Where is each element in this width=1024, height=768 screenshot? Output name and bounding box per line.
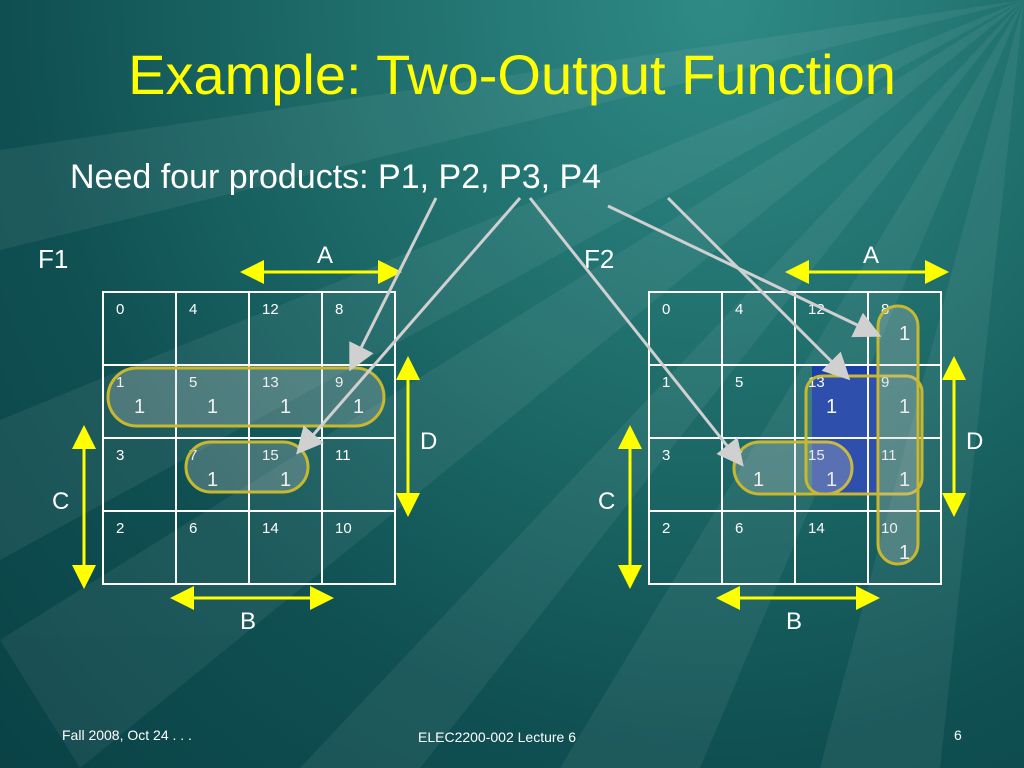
f2-cell: 1 [648,364,723,439]
cell-index: 11 [881,447,897,464]
cell-index: 4 [735,301,744,318]
cell-value: 1 [898,542,911,564]
cell-index: 8 [335,301,344,318]
cell-index: 5 [735,374,744,391]
f1-cell: 6 [175,510,250,585]
cell-value: 1 [825,396,838,418]
cell-index: 15 [262,447,279,464]
cell-value: 1 [352,396,365,418]
cell-value: 1 [825,469,838,491]
f1-cell: 3 [102,437,177,512]
f2-axis-a-label: A [863,242,880,269]
cell-index: 9 [881,374,890,391]
cell-index: 6 [189,520,198,537]
f2-cell: 3 [648,437,723,512]
cell-index: 0 [662,301,671,318]
f1-axis-b-label: B [240,608,257,635]
f2-cell: 14 [794,510,869,585]
slide-title: Example: Two-Output Function [128,43,896,106]
f1-cell: 10 [321,510,396,585]
cell-index: 1 [116,374,125,391]
f2-cell: 12 [794,291,869,366]
f2-axis-b-label: B [786,608,803,635]
cell-index: 11 [335,447,351,464]
f1-cell: 4 [175,291,250,366]
f2-cell: 5 [721,364,796,439]
f1-cell: 14 [248,510,323,585]
cell-index: 8 [881,301,890,318]
cell-index: 10 [881,520,898,537]
f2-label: F2 [584,244,615,274]
cell-index: 6 [735,520,744,537]
f2-cell: 6 [721,510,796,585]
cell-index: 2 [662,520,671,537]
footer-course: ELEC2200-002 Lecture 6 [418,729,576,745]
f1-label: F1 [38,244,69,274]
f1-cell: 12 [248,291,323,366]
cell-index: 12 [262,301,279,318]
footer-page-number: 6 [954,727,962,743]
f2-axis-c-label: C [598,488,616,515]
cell-value: 1 [279,469,292,491]
cell-value: 1 [898,323,911,345]
cell-index: 0 [116,301,125,318]
f1-cell: 2 [102,510,177,585]
cell-value: 1 [898,469,911,491]
cell-value: 1 [752,469,765,491]
footer-date: Fall 2008, Oct 24 . . . [62,727,192,743]
cell-index: 13 [808,374,825,391]
f1-cell: 11 [321,437,396,512]
cell-value: 1 [206,469,219,491]
slide-subtitle: Need four products: P1, P2, P3, P4 [70,158,602,196]
cell-index: 7 [735,447,744,464]
f1-cell: 0 [102,291,177,366]
f1-axis-d-label: D [420,428,438,455]
f2-cell: 2 [648,510,723,585]
cell-value: 1 [133,396,146,418]
f1-axis-a-label: A [317,242,334,269]
cell-index: 10 [335,520,352,537]
cell-index: 13 [262,374,279,391]
cell-value: 1 [898,396,911,418]
cell-index: 9 [335,374,344,391]
cell-index: 4 [189,301,198,318]
cell-index: 7 [189,447,198,464]
cell-value: 1 [279,396,292,418]
cell-index: 1 [662,374,671,391]
cell-index: 5 [189,374,198,391]
cell-index: 14 [262,520,279,537]
cell-index: 15 [808,447,825,464]
cell-index: 2 [116,520,125,537]
f2-cell: 0 [648,291,723,366]
cell-value: 1 [206,396,219,418]
cell-index: 14 [808,520,825,537]
f2-cell: 4 [721,291,796,366]
cell-index: 12 [808,301,825,318]
f1-cell: 8 [321,291,396,366]
cell-index: 3 [662,447,671,464]
cell-index: 3 [116,447,125,464]
f2-axis-d-label: D [966,428,984,455]
f1-axis-c-label: C [52,488,70,515]
